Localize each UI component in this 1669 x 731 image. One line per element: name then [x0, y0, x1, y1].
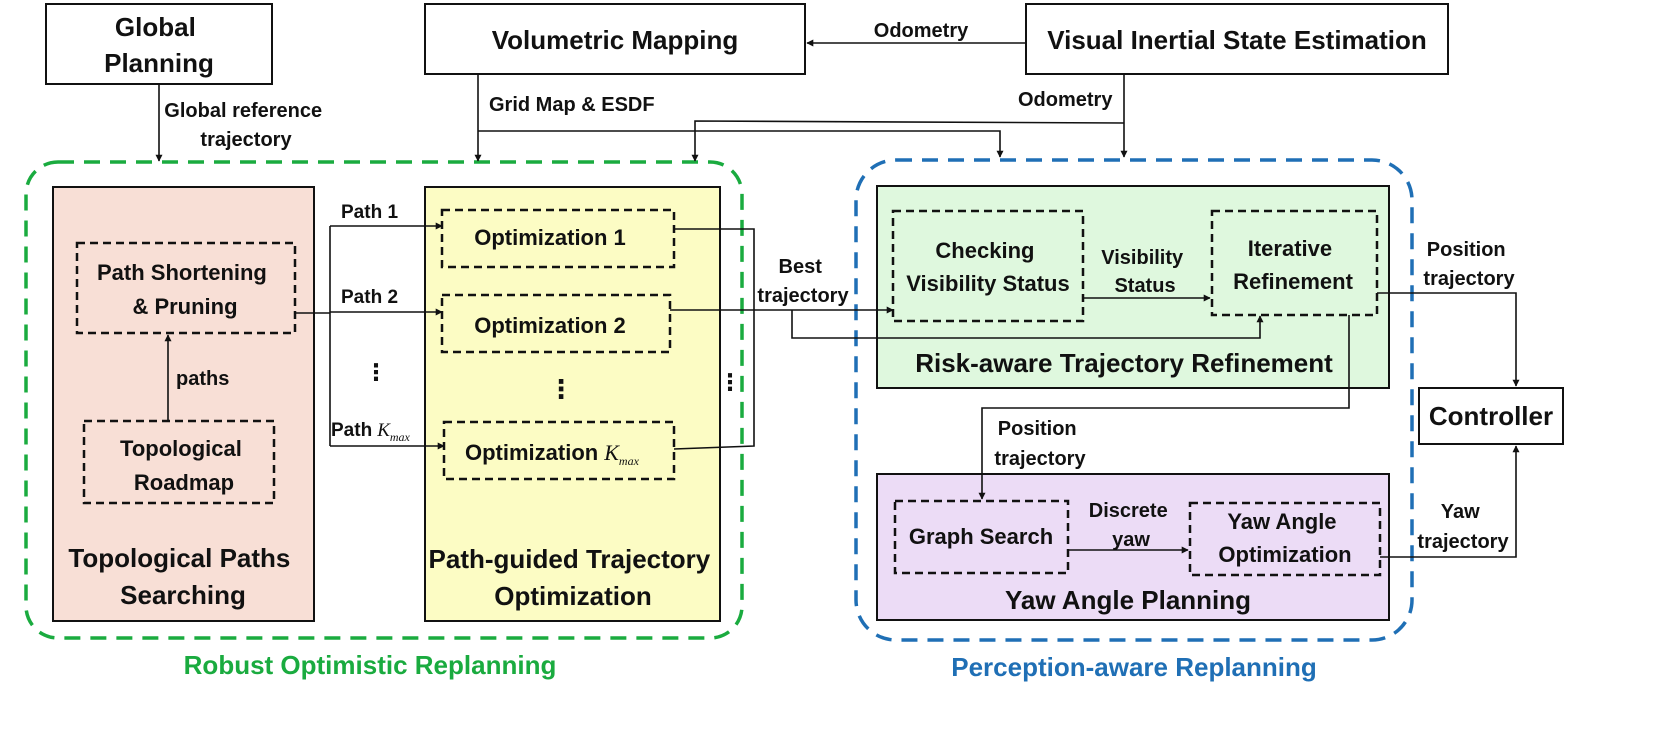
- connectors: [155, 39, 1520, 558]
- volumetric-mapping-label: Volumetric Mapping: [492, 25, 739, 55]
- risk-refinement-panel: [876, 185, 1390, 389]
- path-shortening-label: Path Shortening & Pruning: [97, 260, 273, 319]
- vise-box: [1025, 3, 1449, 75]
- vise-label: Visual Inertial State Estimation: [1047, 25, 1427, 55]
- yaw-trajectory-label: Yaw trajectory: [1417, 501, 1509, 553]
- robust-replanning-group: [24, 160, 744, 640]
- topological-roadmap-box: [82, 419, 276, 505]
- gridmap-to-perception-arrow: [478, 130, 1004, 158]
- topological-panel: [52, 186, 315, 622]
- opt1-out-line: [673, 228, 755, 450]
- yaw-optimization-box: [1188, 501, 1382, 577]
- best-trajectory-label: Best trajectory: [757, 256, 849, 307]
- robust-replanning-title: Robust Optimistic Replanning: [184, 650, 557, 680]
- risk-refinement-title: Risk-aware Trajectory Refinement: [915, 348, 1333, 378]
- global-planning-label: Global Planning: [104, 12, 214, 78]
- optimization-2-label: Optimization 2: [474, 313, 626, 338]
- volumetric-mapping-box: [424, 3, 806, 75]
- yaw-optimization-label: Yaw Angle Optimization: [1218, 509, 1351, 567]
- topological-title: Topological Paths Searching: [68, 543, 297, 610]
- odometry-to-robust-arrow: [691, 120, 1125, 162]
- yaw-trajectory-arrow: [1380, 445, 1520, 558]
- discrete-yaw-label: Discrete yaw: [1089, 500, 1174, 551]
- global-reference-label: Global reference trajectory: [164, 100, 327, 151]
- optimization-1-box: [440, 208, 676, 269]
- iterative-refinement-label: Iterative Refinement: [1233, 236, 1353, 294]
- position-trajectory-arrow: [1377, 292, 1520, 387]
- optimization-title: Path-guided Trajectory Optimization: [429, 544, 718, 611]
- checking-visibility-box: [891, 209, 1085, 323]
- yaw-planning-title: Yaw Angle Planning: [1005, 585, 1251, 615]
- graph-search-box: [893, 499, 1070, 575]
- paths-label: paths: [176, 368, 229, 390]
- visibility-status-label: Visibility Status: [1101, 247, 1188, 297]
- odometry-top-label: Odometry: [874, 20, 969, 42]
- position-trajectory-mid-label: Position trajectory: [994, 418, 1086, 470]
- iterative-refinement-box: [1210, 209, 1379, 317]
- path1-label: Path 1: [341, 202, 398, 223]
- position-trajectory-right-label: Position trajectory: [1423, 239, 1515, 290]
- optimization-out-vdots: ⋮: [719, 369, 742, 395]
- optimization-vdots: ⋮: [548, 374, 574, 404]
- path2-label: Path 2: [341, 287, 398, 308]
- yaw-planning-panel: [876, 473, 1390, 621]
- optimization-panel: [424, 186, 721, 622]
- graph-search-label: Graph Search: [909, 524, 1053, 549]
- controller-box: [1418, 387, 1564, 445]
- controller-label: Controller: [1429, 401, 1553, 431]
- path-shortening-box: [75, 241, 297, 335]
- perception-replanning-title: Perception-aware Replanning: [951, 652, 1317, 682]
- path-vdots: ⋮: [365, 359, 388, 385]
- best-to-iterative-arrow: [791, 310, 1264, 339]
- odometry-right-label: Odometry: [1018, 89, 1113, 111]
- optimization-1-label: Optimization 1: [474, 225, 626, 250]
- checking-visibility-label: Checking Visibility Status: [906, 238, 1069, 296]
- perception-replanning-group: [854, 158, 1414, 642]
- position-to-yaw-arrow: [978, 315, 1350, 500]
- topological-roadmap-label: Topological Roadmap: [120, 436, 248, 495]
- grid-map-label: Grid Map & ESDF: [489, 94, 655, 116]
